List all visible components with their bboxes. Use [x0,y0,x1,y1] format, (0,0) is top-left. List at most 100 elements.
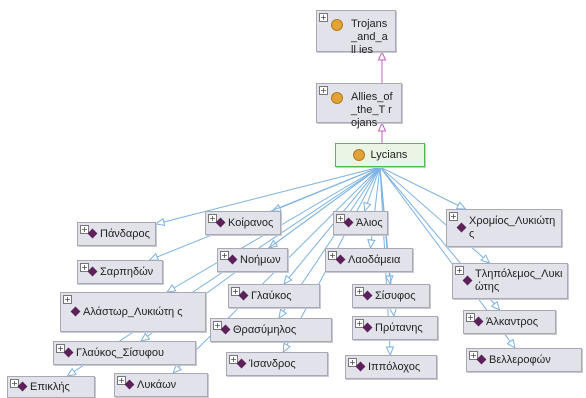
individual-label: Σαρπηδών [100,265,154,278]
class-label: Lycians [370,148,408,161]
class-label: Allies_of_the_T rojans [351,91,393,129]
individual-node[interactable]: + Άλκαντρος [463,310,556,334]
expand-icon[interactable]: + [80,263,89,272]
individual-diamond-icon [362,322,373,333]
class-node-lycians[interactable]: Lycians [335,143,425,167]
individual-diamond-icon [462,275,473,286]
individual-node[interactable]: + Γλαύκος [228,284,320,308]
individual-node[interactable]: + Επικλής [7,376,95,398]
expand-icon[interactable]: + [455,266,464,275]
expand-icon[interactable]: + [117,376,126,385]
expand-icon[interactable]: + [319,13,328,22]
individual-diamond-icon [238,290,249,301]
instance-arrowhead [506,338,516,349]
individual-node[interactable]: + Πρύτανης [352,316,438,340]
individual-diamond-icon [124,379,135,390]
expand-icon[interactable]: + [63,295,72,304]
instance-arrowhead [154,217,166,226]
individual-label: Χρομίος_Λυκιώτη ς [469,215,556,240]
instance-edge [283,166,381,285]
instance-arrowhead [278,308,288,320]
individual-diamond-icon [87,266,98,277]
individual-node[interactable]: + Νοήμων [217,248,288,272]
instance-arrowhead [363,201,372,213]
individual-diamond-icon [70,306,81,317]
individual-label: Πάνδαρος [100,227,150,240]
instance-arrowhead [385,346,395,357]
individual-node[interactable]: + Θρασύμηλος [210,318,332,342]
individual-node[interactable]: + Χρομίος_Λυκιώτη ς [446,209,562,247]
individual-label: Βελλεροφών [489,353,551,366]
individual-node[interactable]: + Σίσυφος [352,284,430,308]
individual-diamond-icon [215,217,226,228]
expand-icon[interactable]: + [229,355,238,364]
instance-arrowhead [367,239,376,250]
class-label: Trojans_and_all ies [351,18,388,56]
individual-node[interactable]: + Σαρπηδών [77,260,163,284]
expand-icon[interactable]: + [348,358,357,367]
individual-label: Γλαύκος_Σίσυφου [76,346,164,359]
class-dot-icon [331,92,343,104]
instance-edge [155,166,381,225]
individual-node[interactable]: + Άλιος [333,211,388,235]
instance-arrowhead [139,332,151,342]
individual-label: Αλάστωρ_Λυκιώτη ς [83,305,183,318]
individual-node[interactable]: + Τληπόλεμος_Λυκι ώτης [452,263,568,299]
individual-node[interactable]: + Λυκάων [114,373,208,397]
instance-arrowhead [283,274,293,285]
class-dot-icon [331,19,343,31]
individual-label: Σίσυφος [375,289,416,302]
individual-label: Ίσανδρος [249,357,296,370]
individual-diamond-icon [220,324,231,335]
expand-icon[interactable]: + [328,251,337,260]
individual-diamond-icon [87,228,98,239]
expand-icon[interactable]: + [208,214,217,223]
individual-node[interactable]: + Κοίρανος [205,211,281,235]
individual-diamond-icon [355,361,366,372]
class-node-trojans-and-allies[interactable]: + Trojans_and_all ies [316,10,396,56]
individual-label: Τληπόλεμος_Λυκι ώτης [475,268,563,293]
instance-arrowhead [388,307,398,318]
individual-label: Άλκαντρος [486,315,539,328]
expand-icon[interactable]: + [80,225,89,234]
individual-node[interactable]: + Γλαύκος_Σίσυφου [53,341,196,365]
individual-label: Ιππόλοχος [368,360,421,373]
expand-icon[interactable]: + [336,214,345,223]
individual-label: Θρασύμηλος [233,323,297,336]
individual-label: Άλιος [356,216,383,229]
individual-diamond-icon [63,347,74,358]
expand-icon[interactable]: + [56,344,65,353]
individual-node[interactable]: + Αλάστωρ_Λυκιώτη ς [60,292,206,332]
instance-edge [379,166,490,264]
individual-diamond-icon [343,217,354,228]
expand-icon[interactable]: + [319,86,328,95]
individual-diamond-icon [456,222,467,233]
individual-label: Κοίρανος [228,216,274,229]
expand-icon[interactable]: + [355,287,364,296]
individual-diamond-icon [227,254,238,265]
individual-diamond-icon [17,381,28,392]
individual-node[interactable]: + Βελλεροφών [466,348,582,372]
instance-arrowhead [66,367,77,377]
expand-icon[interactable]: + [213,321,222,330]
individual-diamond-icon [473,316,484,327]
individual-node[interactable]: + Λαοδάμεια [325,248,413,272]
expand-icon[interactable]: + [469,351,478,360]
individual-label: Επικλής [30,380,70,393]
expand-icon[interactable]: + [355,319,364,328]
expand-icon[interactable]: + [10,379,19,388]
individual-diamond-icon [362,290,373,301]
individual-label: Λαοδάμεια [348,253,401,266]
individual-label: Νοήμων [240,253,281,266]
class-dot-icon [352,149,365,161]
expand-icon[interactable]: + [231,287,240,296]
expand-icon[interactable]: + [220,251,229,260]
class-node-allies-of-the-trojans[interactable]: + Allies_of_the_T rojans [316,83,402,129]
individual-node[interactable]: + Ίσανδρος [226,352,328,376]
expand-icon[interactable]: + [466,313,475,322]
individual-label: Λυκάων [137,378,177,391]
individual-node[interactable]: + Πάνδαρος [77,222,156,246]
expand-icon[interactable]: + [449,212,458,221]
individual-node[interactable]: + Ιππόλοχος [345,355,437,379]
instance-arrowhead [172,363,183,374]
